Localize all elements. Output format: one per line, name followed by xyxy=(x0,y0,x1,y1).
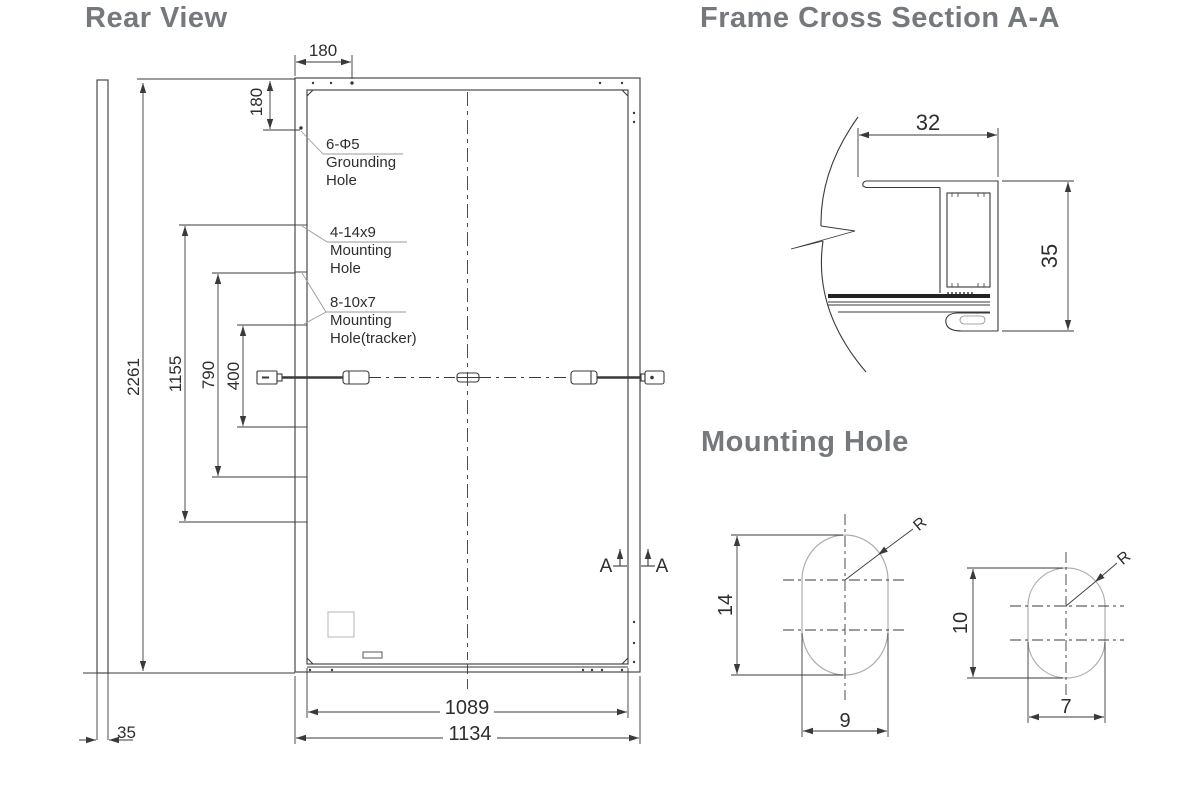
frame-cross-section-title: Frame Cross Section A-A xyxy=(700,2,1061,34)
dim-1155: 1155 xyxy=(166,356,185,393)
frame-cross-section-drawing xyxy=(790,116,1074,373)
mounting-hole-spec: 4-14x9 xyxy=(330,224,376,241)
barcode-label xyxy=(362,651,383,659)
dim-side-180: 180 xyxy=(247,88,266,116)
frame-hole-dots xyxy=(299,81,636,672)
dim-9: 9 xyxy=(839,710,850,732)
tracker-hole-label-2: Mounting xyxy=(330,312,392,329)
dim-790: 790 xyxy=(199,361,218,389)
mounting-hole-label-2: Mounting xyxy=(330,242,392,259)
frame-hollow-chamber xyxy=(946,192,991,288)
dim-10: 10 xyxy=(950,612,972,634)
section-marker-a-left: A xyxy=(600,556,613,577)
slot-hole-10x7 xyxy=(1027,567,1106,679)
dim-2261: 2261 xyxy=(124,358,143,396)
rear-view-title: Rear View xyxy=(85,2,228,34)
section-marker-a-right: A xyxy=(656,556,669,577)
radius-leader-standard xyxy=(877,528,914,556)
left-cable-connector xyxy=(342,370,370,385)
break-line xyxy=(820,116,859,227)
mounting-hole-standard-drawing xyxy=(731,514,914,737)
dim-35-depth: 35 xyxy=(117,723,136,742)
radius-leader-tracker xyxy=(1094,562,1118,583)
radius-label-standard: R xyxy=(910,514,930,534)
right-cable-connector xyxy=(570,370,598,385)
dim-top-180: 180 xyxy=(309,41,337,60)
frame-profile-outer xyxy=(866,180,999,331)
dim-1089: 1089 xyxy=(445,697,490,719)
mounting-hole-title: Mounting Hole xyxy=(701,426,909,458)
tracker-hole-spec: 8-10x7 xyxy=(330,294,376,311)
dim-35: 35 xyxy=(1037,244,1062,268)
frame-hole-ticks xyxy=(295,224,307,523)
grounding-hole-label-3: Hole xyxy=(326,172,357,189)
mounting-hole-tracker-drawing xyxy=(967,552,1124,723)
section-cut-marker xyxy=(613,549,655,567)
frame-edge-side-view xyxy=(96,79,109,674)
grounding-hole-spec: 6-Φ5 xyxy=(326,136,360,153)
cable-assembly xyxy=(256,370,665,385)
rear-view-drawing xyxy=(79,55,665,744)
dim-14: 14 xyxy=(715,594,737,616)
dim-400: 400 xyxy=(224,362,243,390)
right-connector-plug xyxy=(644,370,665,385)
grounding-hole-label-2: Grounding xyxy=(326,154,396,171)
tracker-hole-label-3: Hole(tracker) xyxy=(330,330,417,347)
nameplate-label xyxy=(327,611,355,638)
dim-1134: 1134 xyxy=(448,723,491,745)
radius-label-tracker: R xyxy=(1114,548,1134,568)
dim-32: 32 xyxy=(916,110,940,135)
dim-7: 7 xyxy=(1060,696,1071,718)
frame-bottom-lip xyxy=(945,312,998,332)
callout-leaders xyxy=(300,130,407,325)
mounting-hole-label-3: Hole xyxy=(330,260,361,277)
